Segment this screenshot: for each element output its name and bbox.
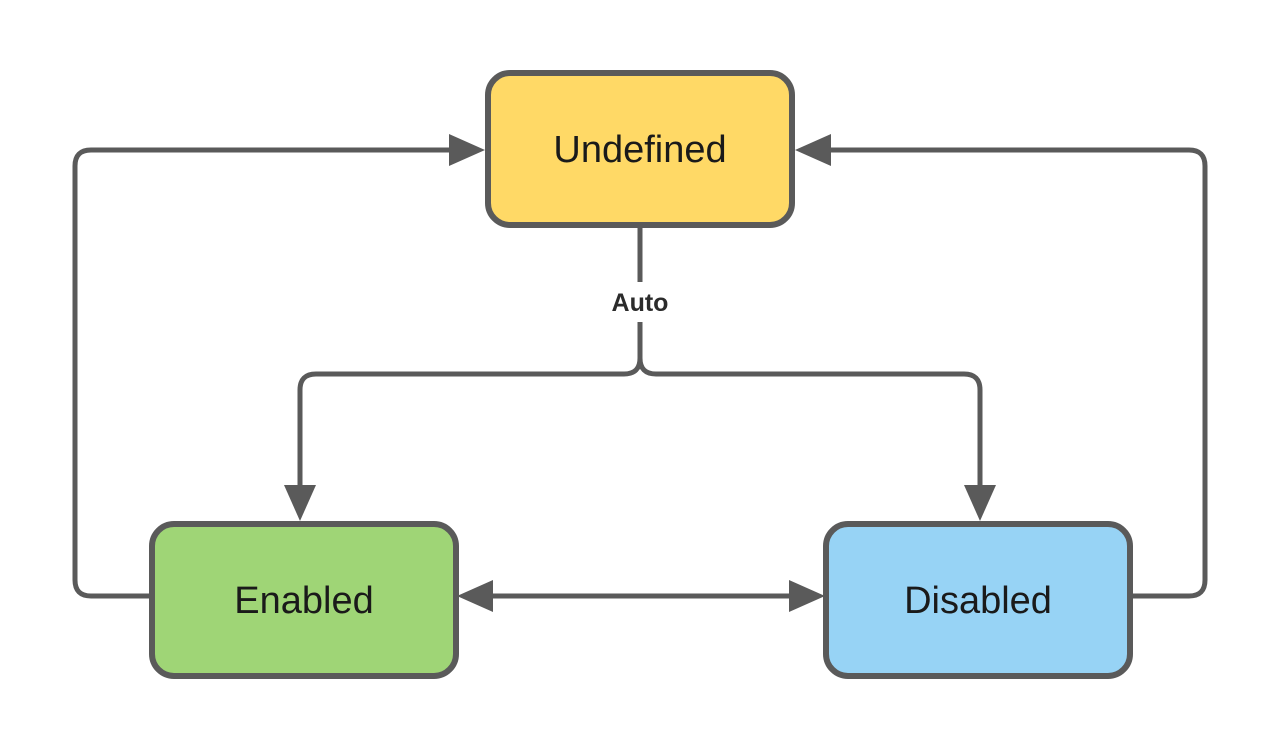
arrow-head-icon bbox=[789, 580, 825, 612]
arrow-head-icon bbox=[284, 485, 316, 521]
arrow-head-icon bbox=[964, 485, 996, 521]
edge-label-auto-text: Auto bbox=[612, 289, 669, 317]
edge-disabled-to-undefined[interactable] bbox=[795, 134, 1208, 599]
edge-enabled-disabled[interactable] bbox=[457, 580, 825, 612]
node-undefined[interactable]: Undefined bbox=[485, 70, 795, 228]
arrow-head-icon bbox=[449, 134, 485, 166]
edge-undefined-to-enabled-hitarea[interactable] bbox=[300, 225, 640, 489]
node-enabled[interactable]: Enabled bbox=[149, 521, 459, 679]
node-disabled[interactable]: Disabled bbox=[823, 521, 1133, 679]
node-enabled-shape[interactable] bbox=[149, 521, 459, 679]
node-undefined-shape[interactable] bbox=[485, 70, 795, 228]
edge-undefined-to-enabled[interactable] bbox=[284, 225, 643, 521]
edge-undefined-to-enabled-line bbox=[297, 225, 643, 489]
edge-disabled-to-undefined-line bbox=[825, 147, 1208, 599]
edge-undefined-to-disabled[interactable] bbox=[637, 225, 996, 521]
edge-undefined-to-disabled-hitarea[interactable] bbox=[640, 225, 980, 489]
edge-enabled-to-undefined-line bbox=[72, 147, 455, 599]
edge-label-auto: Auto bbox=[594, 282, 686, 322]
arrow-head-icon bbox=[457, 580, 493, 612]
edge-undefined-to-disabled-line bbox=[637, 225, 983, 489]
arrow-head-icon bbox=[795, 134, 831, 166]
node-disabled-shape[interactable] bbox=[823, 521, 1133, 679]
edge-label-auto-background bbox=[594, 282, 686, 322]
edge-enabled-to-undefined[interactable] bbox=[72, 134, 485, 599]
